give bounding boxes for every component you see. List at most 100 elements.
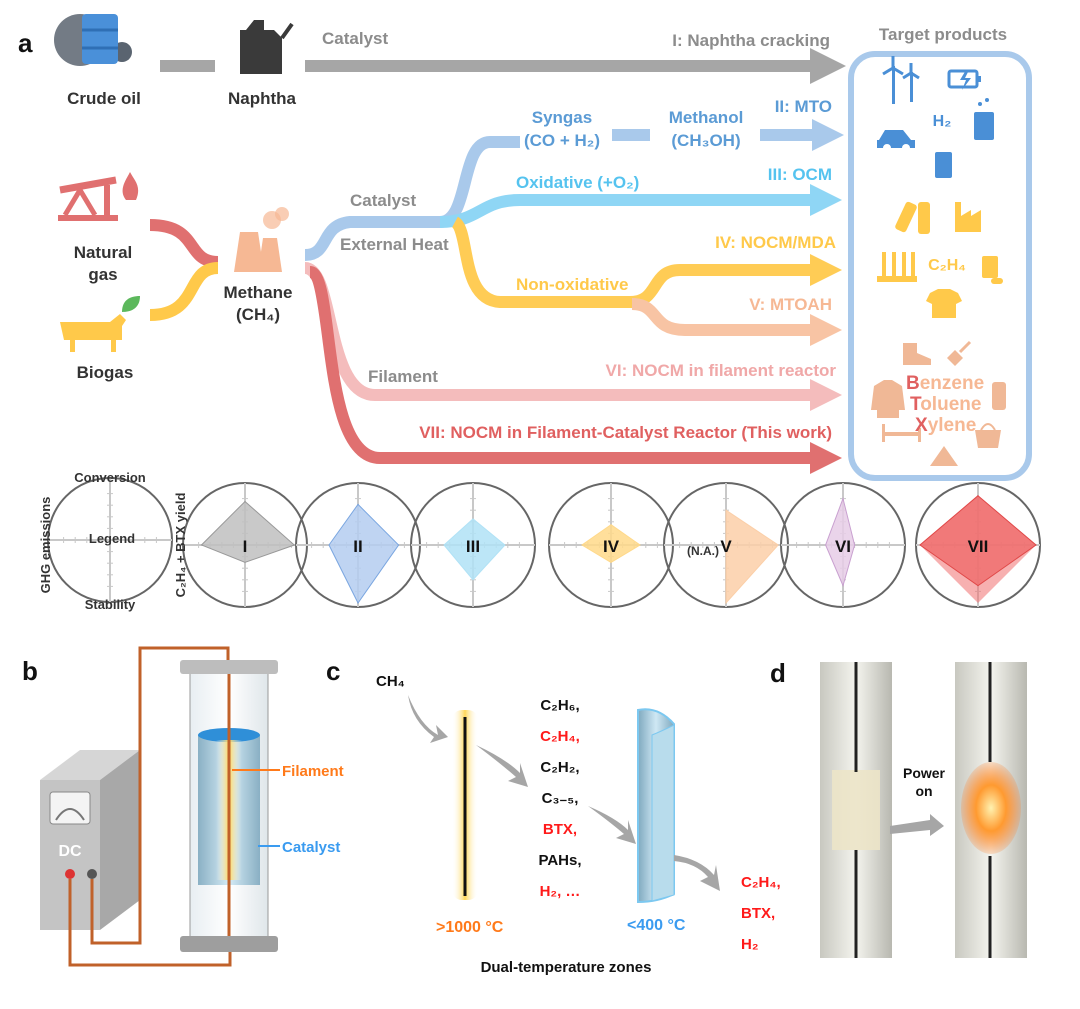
wind-turbine-icon xyxy=(882,56,920,104)
radar-V-area xyxy=(725,509,779,605)
cooling-tower-icon xyxy=(234,207,289,272)
axis-ghg-label: GHG emissions xyxy=(38,497,53,594)
power-on-arrow xyxy=(890,814,944,836)
flame-icon xyxy=(122,172,139,200)
route-IV-flow xyxy=(450,216,812,308)
boot-icon xyxy=(903,343,931,365)
product-btx: BTX, xyxy=(741,905,775,922)
pumpjack-icon xyxy=(58,176,118,221)
radar-III-area xyxy=(443,518,506,581)
bed-icon xyxy=(882,424,921,442)
radar-IV-area xyxy=(581,524,641,563)
radar-IV-label: IV xyxy=(603,537,620,556)
tshirt-icon xyxy=(926,289,962,318)
jerrycan-icon xyxy=(240,20,294,74)
terminal-negative xyxy=(87,869,97,879)
filament-label: Filament xyxy=(368,367,438,386)
natural-gas-flow xyxy=(149,219,219,268)
water-bottle-icon xyxy=(992,382,1006,410)
route-III-label: III: OCM xyxy=(768,165,832,184)
route-IV-label: IV: NOCM/MDA xyxy=(715,233,836,252)
catalyst-callout: Catalyst xyxy=(282,839,340,856)
radar-VII-label: VII xyxy=(968,537,989,556)
final-products: C₂H₄, BTX, H₂ xyxy=(741,874,781,953)
catalyst-top-label: Catalyst xyxy=(322,29,388,48)
radar-VI-area xyxy=(825,496,856,588)
radar-VI-label: VI xyxy=(835,537,851,556)
panel-c-label: c xyxy=(326,656,340,686)
catalyst-shell xyxy=(637,708,675,904)
crude-oil-label: Crude oil xyxy=(67,89,141,108)
outlet-arrow xyxy=(674,855,720,891)
terminal-positive xyxy=(65,869,75,879)
h2-label: H₂ xyxy=(933,113,952,130)
axis-stability-label: Stability xyxy=(85,597,136,612)
dc-power-supply: DC xyxy=(40,750,140,930)
route-I-arrowhead xyxy=(810,48,846,84)
inlet-arrow xyxy=(408,695,448,743)
reactor-tube xyxy=(180,660,278,952)
toluene-label: Toluene xyxy=(910,394,981,415)
biogas-label: Biogas xyxy=(77,363,134,382)
beaker-icon xyxy=(974,98,994,140)
dual-temp-caption: Dual-temperature zones xyxy=(481,959,652,976)
product-c2h4: C₂H₄, xyxy=(741,874,781,891)
handbag-icon xyxy=(975,423,1001,448)
panel-a-label: a xyxy=(18,28,33,58)
species-c3-5: C₃₋₅, xyxy=(542,790,579,807)
product-h2: H₂ xyxy=(741,936,759,953)
target-products-title: Target products xyxy=(879,25,1007,44)
species-c2h6: C₂H₆, xyxy=(540,697,579,714)
axis-yield-label: C₂H₄ + BTX yield xyxy=(173,493,188,598)
bottles-icon xyxy=(895,201,930,234)
na-label: (N.A.) xyxy=(687,544,719,558)
intermediate-species: C₂H₆, C₂H₄, C₂H₂, C₃₋₅, BTX, PAHs, H₂, … xyxy=(538,697,581,900)
panel-b-label: b xyxy=(22,656,38,686)
route-II-arrowhead xyxy=(812,119,844,151)
ch4-label: CH₄ xyxy=(376,673,405,690)
methanol-formula: (CH₃OH) xyxy=(671,131,740,150)
paintbrush-icon xyxy=(947,340,972,366)
radar-II-label: II xyxy=(353,537,362,556)
species-h2: H₂, … xyxy=(540,883,581,900)
dc-label: DC xyxy=(58,843,82,860)
route-IV-arrowhead xyxy=(810,254,842,286)
catalyst-label: Catalyst xyxy=(350,191,416,210)
target-products-box xyxy=(848,51,1032,481)
methane-formula: (CH₄) xyxy=(236,305,280,324)
external-heat-label: External Heat xyxy=(340,235,449,254)
species-pahs: PAHs, xyxy=(538,852,581,869)
radar-II-area xyxy=(328,503,400,604)
oxidative-label: Oxidative (+O₂) xyxy=(516,173,639,192)
methanol-label: Methanol xyxy=(669,108,744,127)
route-V-flow xyxy=(631,298,812,336)
mid-arrow xyxy=(476,745,528,787)
wire-bottom xyxy=(68,879,232,967)
route-III-flow xyxy=(439,194,812,228)
route-VI-arrowhead xyxy=(810,379,842,411)
syngas-formula: (CO + H₂) xyxy=(524,131,600,150)
factory-icon xyxy=(955,202,981,232)
hot-temp-label: >1000 °C xyxy=(436,919,504,936)
battery-icon xyxy=(947,69,981,90)
wire-top xyxy=(90,646,230,945)
sweater-icon xyxy=(871,380,905,418)
route-VI-label: VI: NOCM in filament reactor xyxy=(606,361,837,380)
c2h4-label: C₂H₄ xyxy=(928,257,966,274)
route-II-label: II: MTO xyxy=(775,97,832,116)
tent-icon xyxy=(930,446,958,466)
radar-I-label: I xyxy=(243,537,248,556)
route-V-label: V: MTOAH xyxy=(749,295,832,314)
route-III-arrowhead xyxy=(810,184,842,216)
wheat-icon xyxy=(877,252,917,282)
photo-before xyxy=(820,662,892,958)
route-VII-label: VII: NOCM in Filament-Catalyst Reactor (… xyxy=(419,423,832,442)
pill-bottle-icon xyxy=(982,256,1003,284)
species-c2h4: C₂H₄, xyxy=(540,728,580,745)
methane-label: Methane xyxy=(224,283,293,302)
panel-d-label: d xyxy=(770,658,786,688)
